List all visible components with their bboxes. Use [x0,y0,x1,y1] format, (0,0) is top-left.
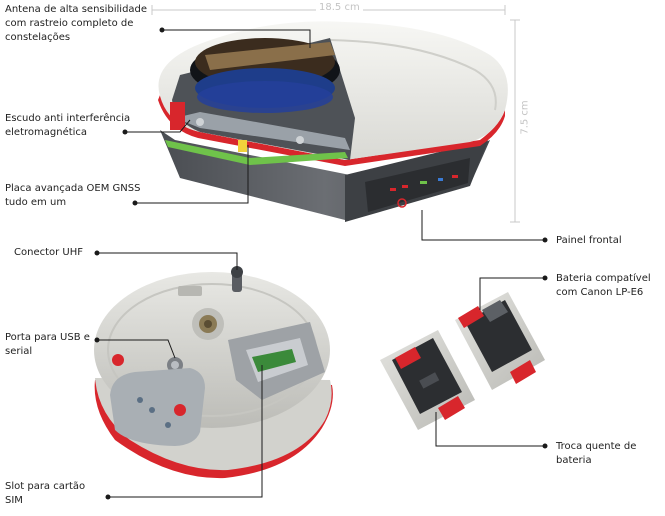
leader-dots [94,27,548,500]
label-battery: Bateria compatível com Canon LP-E6 [556,273,651,298]
label-front-panel: Painel frontal [556,235,622,246]
label-sim-slot: Slot para cartão SIM [5,481,86,506]
label-shield: Escudo anti interferência eletromagnétic… [5,113,131,138]
receiver-base-illustration [94,266,333,479]
label-hot-swap: Troca quente de bateria [556,441,637,466]
dimension-height-label: 7.5 cm [519,97,531,138]
receiver-cutaway-illustration [158,21,508,222]
dimension-width-label: 18.5 cm [316,2,363,13]
label-antenna: Antena de alta sensibilidade com rastrei… [5,4,148,43]
label-usb-serial: Porta para USB e serial [5,332,90,357]
label-oem-board: Placa avançada OEM GNSS tudo em um [5,183,141,208]
label-uhf-connector: Conector UHF [14,247,84,258]
battery-illustration [380,292,545,430]
leader-lines [97,29,545,498]
